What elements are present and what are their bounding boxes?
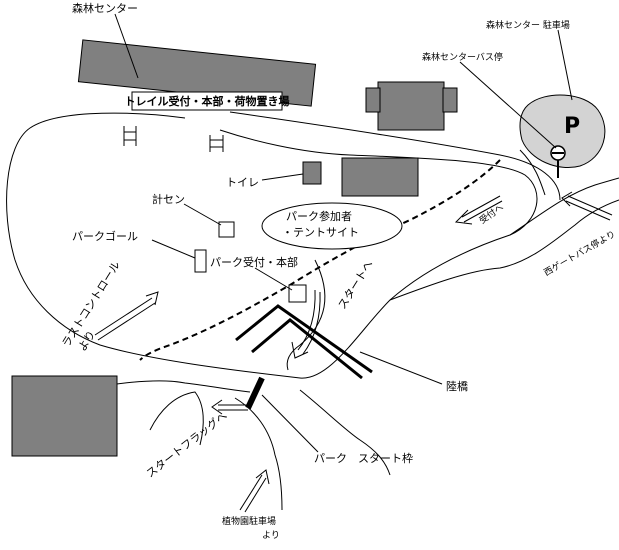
start-frame-bar — [245, 376, 265, 410]
arrow-from-botanical-garden — [239, 469, 270, 513]
steps-left — [123, 126, 137, 146]
park-goal-marker — [194, 249, 207, 273]
south-road-left — [149, 391, 204, 446]
trail-reception-label: トレイル受付・本部・荷物置き場 — [125, 94, 290, 108]
arrow-to-start-flag — [211, 399, 248, 415]
park-reception-label: パーク受付・本部 — [210, 255, 298, 269]
dashed-trail — [139, 159, 501, 361]
leader-lines — [114, 13, 573, 453]
arrow-to-start — [291, 289, 321, 359]
park-goal-label: パークゴール — [72, 229, 138, 243]
steps-right — [209, 135, 224, 152]
main-loop-road — [6, 112, 538, 379]
building-southwest — [11, 375, 118, 457]
forest-center-parking-label: 森林センター 駐車場 — [486, 19, 570, 31]
south-road-center — [234, 397, 283, 511]
building-north-right-wing-left — [365, 87, 381, 113]
toilet-building — [302, 161, 322, 185]
park-start-frame-label: パーク スタート枠 — [314, 451, 413, 465]
arrow-to-reception — [454, 195, 503, 225]
building-central — [341, 157, 419, 197]
bus-stop-icon — [550, 145, 566, 178]
parking-symbol: P — [564, 114, 580, 139]
building-north-right — [377, 81, 445, 131]
toilet-label: トイレ — [226, 176, 259, 189]
trail-reception-sign — [131, 91, 283, 111]
from-botanical-garden-yori-label: より — [262, 530, 280, 541]
forest-center-bus-stop-label: 森林センターバス停 — [422, 51, 503, 63]
timer-center-label: 計セン — [152, 192, 185, 206]
to-reception-label: 受付へ — [477, 201, 506, 226]
building-north-right-wing-right — [442, 87, 458, 113]
park-participants-label: パーク参加者 — [286, 209, 352, 223]
arrow-from-west-gate — [561, 191, 613, 221]
from-botanical-garden-label: 植物園駐車場 — [222, 515, 276, 527]
timer-center-marker — [218, 221, 235, 238]
arrow-last-control — [94, 291, 159, 341]
footbridge-label: 陸橋 — [446, 379, 468, 393]
road-east-curve — [519, 149, 546, 196]
forest-center-label: 森林センター — [72, 1, 138, 15]
park-reception-marker — [288, 284, 307, 303]
to-start-label: スタートへ — [336, 258, 376, 312]
parking-area — [519, 94, 606, 168]
road-to-west-gate-upper — [509, 177, 619, 236]
tent-site-area — [261, 202, 403, 250]
from-west-gate-label: 西ゲートバス停より — [542, 228, 618, 279]
tent-site-label: ・テントサイト — [282, 226, 359, 239]
south-road-right — [299, 389, 391, 476]
inner-loop-road — [229, 111, 561, 201]
footbridge — [235, 304, 373, 380]
